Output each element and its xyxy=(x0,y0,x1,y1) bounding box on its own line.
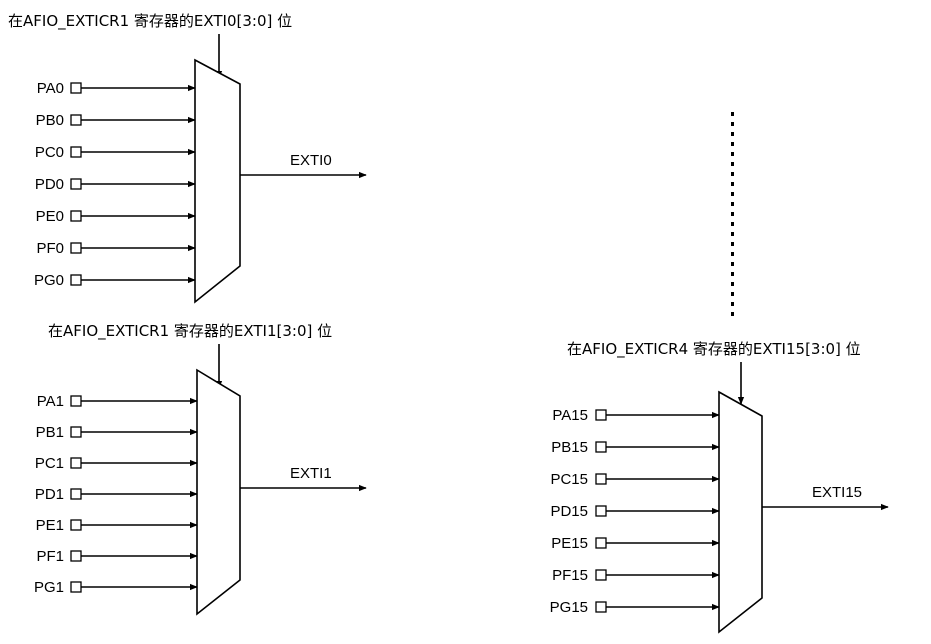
input-pin-icon xyxy=(595,473,607,485)
input-pin-icon xyxy=(70,82,82,94)
input-label: PG15 xyxy=(550,599,588,616)
mux-block-exti15: 在AFIO_EXTICR4 寄存器的EXTI15[3:0] 位 PA15PB15P… xyxy=(550,340,889,634)
mux-block-exti0: 在AFIO_EXTICR1 寄存器的EXTI0[3:0] 位 PA0PB0PC0P… xyxy=(8,12,367,304)
mux-title: 在AFIO_EXTICR1 寄存器的EXTI1[3:0] 位 xyxy=(48,322,332,341)
input-label: PB15 xyxy=(551,439,588,456)
input-label: PE1 xyxy=(36,517,64,534)
input-pin-icon xyxy=(595,537,607,549)
input-pin-icon xyxy=(70,457,82,469)
input-label: PE0 xyxy=(36,208,64,225)
output-label: EXTI15 xyxy=(812,484,862,501)
input-label: PD15 xyxy=(550,503,588,520)
input-pin-icon xyxy=(595,409,607,421)
input-label: PF15 xyxy=(552,567,588,584)
input-label: PF0 xyxy=(36,240,64,257)
input-pin-icon xyxy=(595,601,607,613)
input-pin-icon xyxy=(70,581,82,593)
input-label: PG0 xyxy=(34,272,64,289)
mux-title: 在AFIO_EXTICR1 寄存器的EXTI0[3:0] 位 xyxy=(8,12,292,31)
input-pin-icon xyxy=(595,441,607,453)
input-label: PA15 xyxy=(552,407,588,424)
input-pin-icon xyxy=(70,550,82,562)
input-pin-icon xyxy=(70,395,82,407)
mux-block-exti1: 在AFIO_EXTICR1 寄存器的EXTI1[3:0] 位 PA1PB1PC1P… xyxy=(34,322,367,616)
input-pin-icon xyxy=(70,242,82,254)
output-label: EXTI0 xyxy=(290,152,332,169)
input-pin-icon xyxy=(70,274,82,286)
input-pin-icon xyxy=(70,426,82,438)
input-pin-icon xyxy=(70,178,82,190)
multiplexer-shape xyxy=(194,58,241,304)
input-label: PF1 xyxy=(36,548,64,565)
input-label: PB0 xyxy=(36,112,64,129)
multiplexer-shape xyxy=(718,390,763,634)
input-label: PD0 xyxy=(35,176,64,193)
input-label: PE15 xyxy=(551,535,588,552)
input-pin-icon xyxy=(70,488,82,500)
input-label: PA1 xyxy=(37,393,64,410)
multiplexer-shape xyxy=(196,368,241,616)
input-label: PD1 xyxy=(35,486,64,503)
ellipsis-dotted-line xyxy=(731,112,734,316)
input-pin-icon xyxy=(70,146,82,158)
input-pin-icon xyxy=(70,114,82,126)
output-label: EXTI1 xyxy=(290,465,332,482)
input-pin-icon xyxy=(595,505,607,517)
input-label: PA0 xyxy=(37,80,64,97)
input-label: PB1 xyxy=(36,424,64,441)
input-label: PC0 xyxy=(35,144,64,161)
input-pin-icon xyxy=(595,569,607,581)
input-pin-icon xyxy=(70,210,82,222)
input-label: PG1 xyxy=(34,579,64,596)
input-label: PC15 xyxy=(550,471,588,488)
mux-title: 在AFIO_EXTICR4 寄存器的EXTI15[3:0] 位 xyxy=(567,340,861,359)
input-label: PC1 xyxy=(35,455,64,472)
input-pin-icon xyxy=(70,519,82,531)
